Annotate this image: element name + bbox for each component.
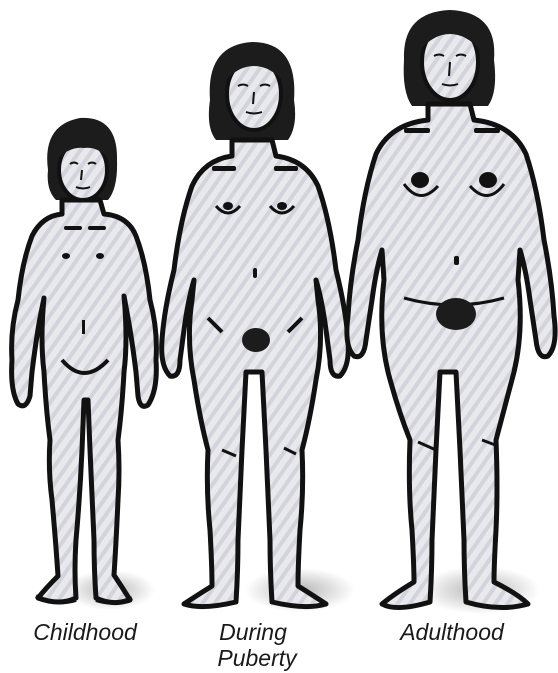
adulthood-figure [347,10,555,614]
puberty-label-line1: During [178,620,328,645]
adult-body [347,104,555,608]
childhood-figure [12,118,157,610]
adulthood-label: Adulthood [372,620,532,645]
puberty-pubic-hair [242,328,270,352]
puberty-body [162,140,349,607]
puberty-label-line2: Puberty [182,646,332,671]
adult-pubic-hair [436,298,476,330]
child-body [12,200,157,603]
childhood-label: Childhood [10,620,160,645]
puberty-figure [162,42,355,612]
